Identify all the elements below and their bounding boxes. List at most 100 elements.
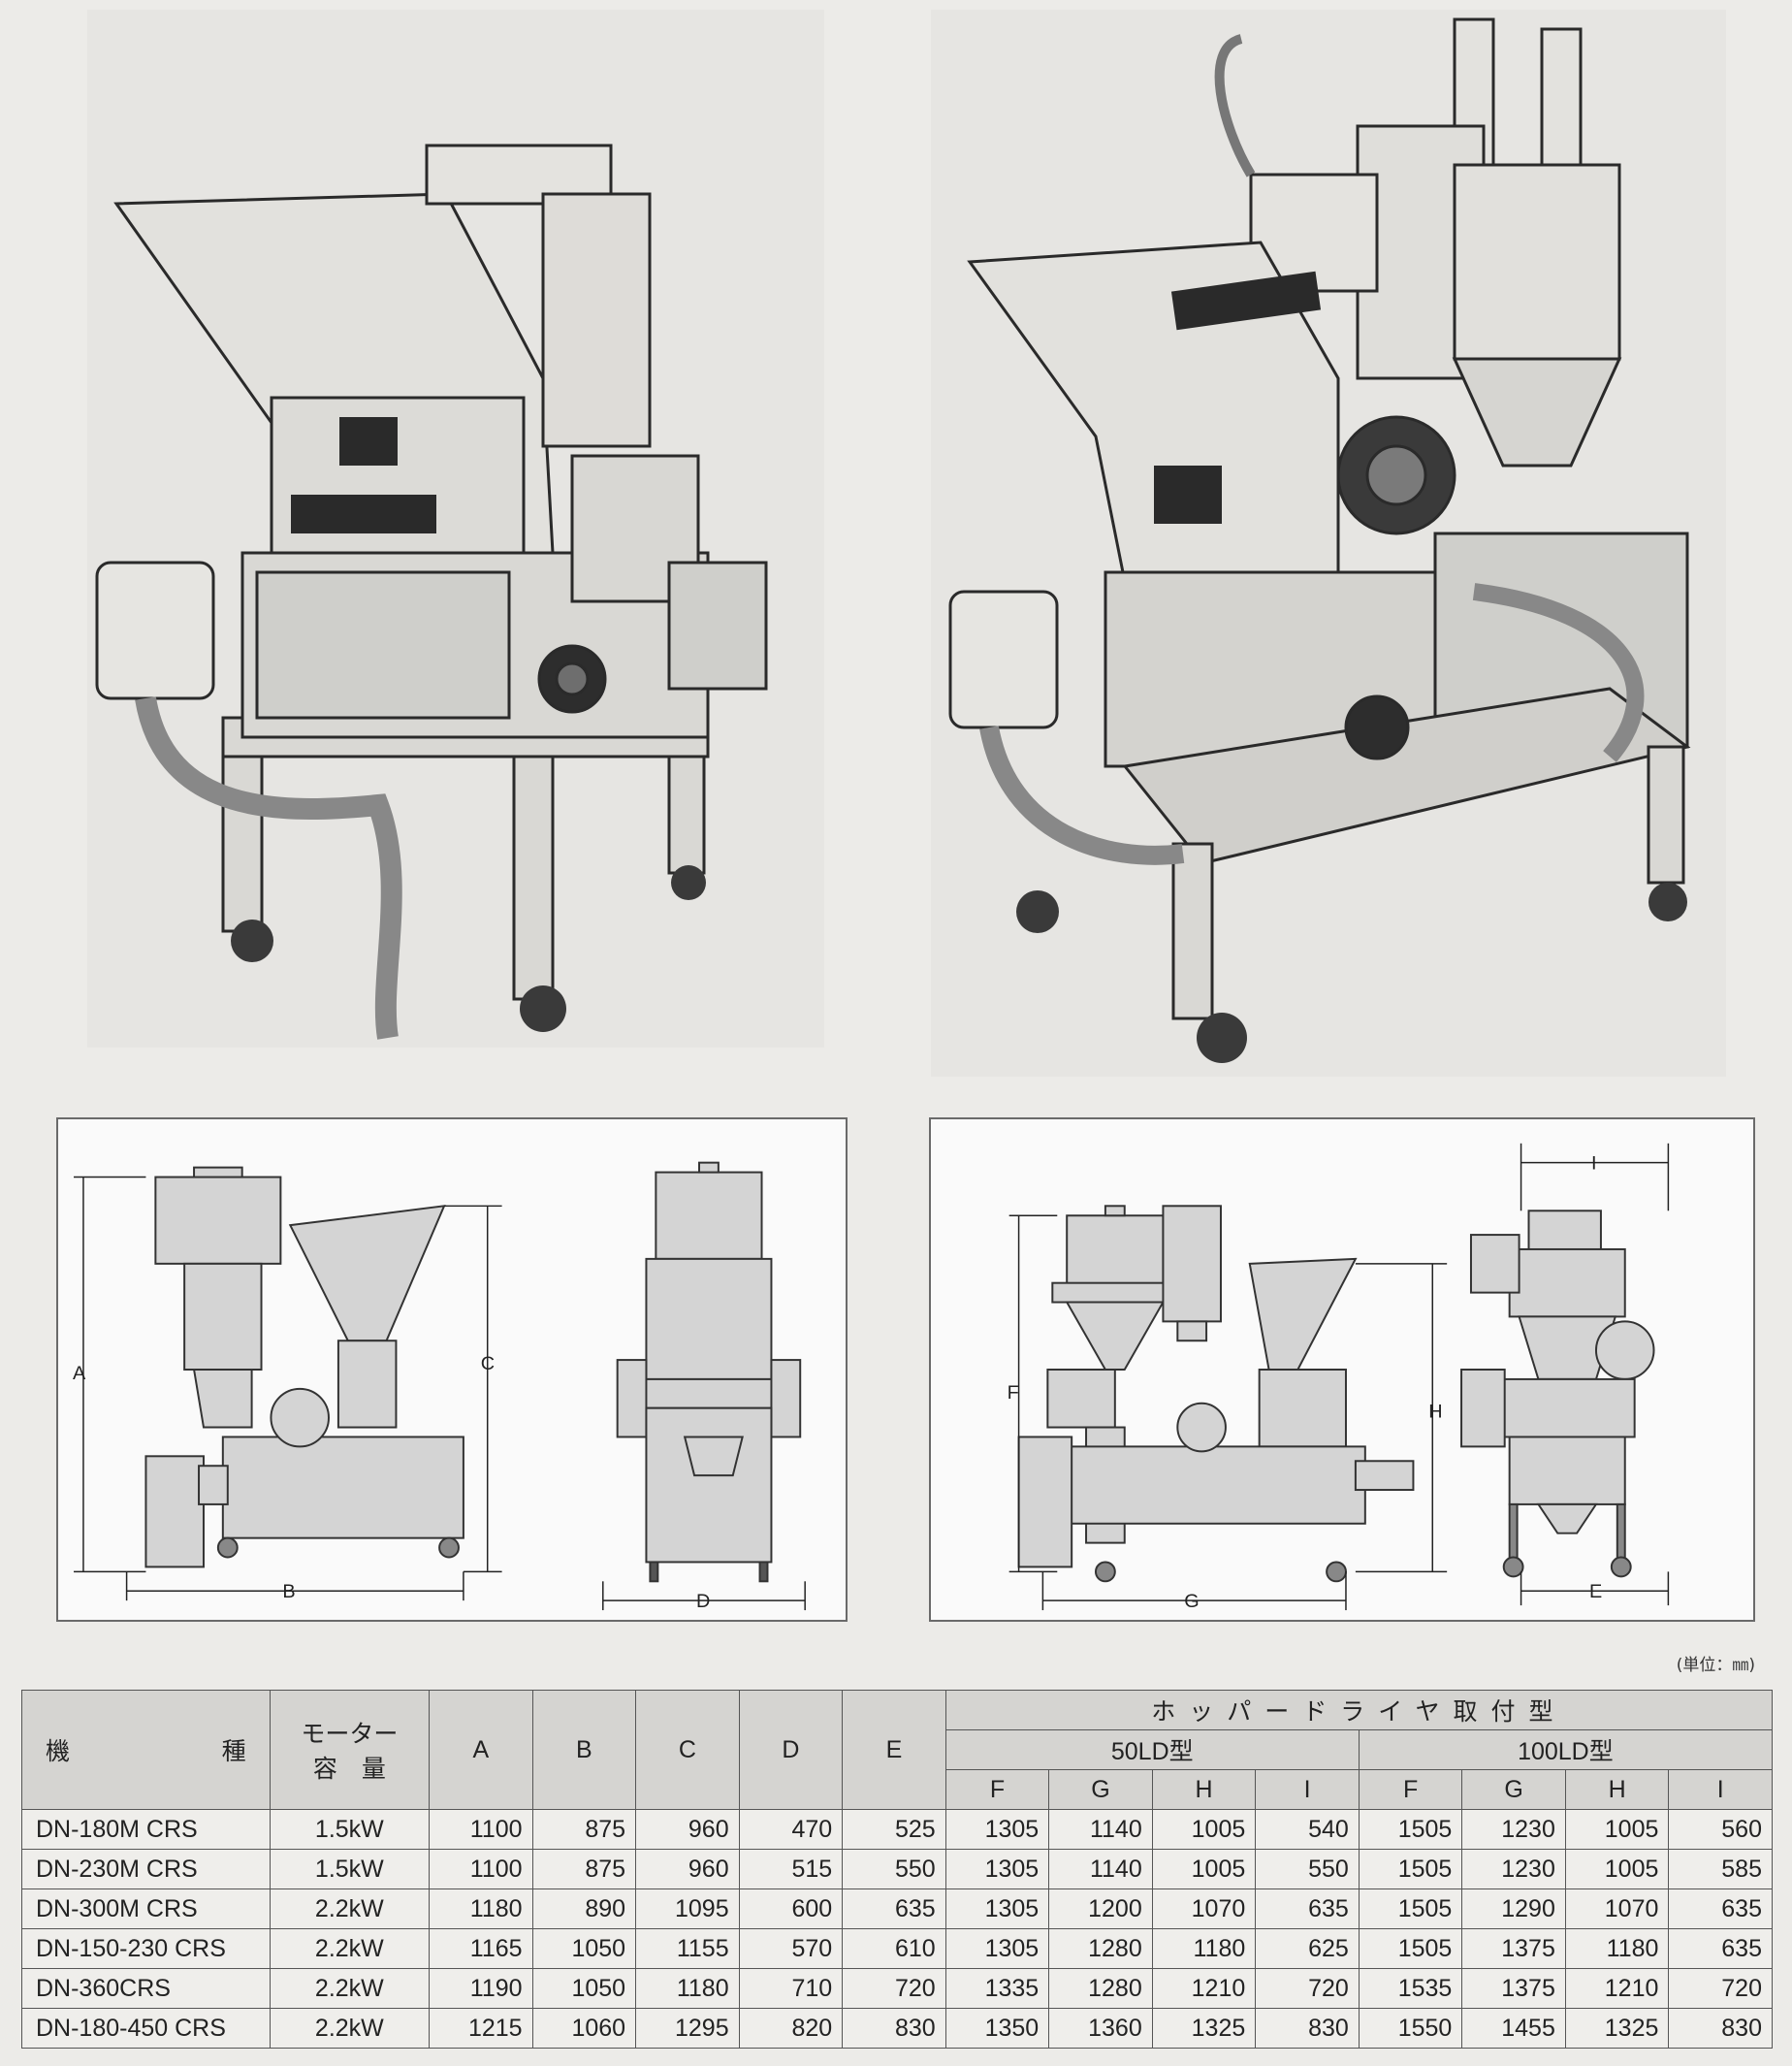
cell-a: 1180 — [429, 1888, 533, 1929]
col-i100-header: I — [1668, 1769, 1773, 1810]
cell-f100: 1505 — [1358, 1849, 1463, 1889]
dimension-drawing-standard: A C B D — [73, 1161, 806, 1612]
cell-f50: 1305 — [944, 1928, 1050, 1969]
col-f50-header: F — [944, 1769, 1050, 1810]
cell-f50: 1335 — [944, 1968, 1050, 2009]
cell-g50: 1280 — [1048, 1928, 1153, 1969]
dim-label-h: H — [1428, 1402, 1442, 1423]
cell-d: 470 — [738, 1809, 844, 1850]
motor-header-line2: 容 量 — [312, 1756, 386, 1783]
dim-label-e: E — [1589, 1581, 1602, 1602]
cell-b: 875 — [531, 1849, 637, 1889]
cell-d: 570 — [738, 1928, 844, 1969]
cell-f50: 1350 — [944, 2008, 1050, 2049]
cell-a: 1100 — [429, 1809, 533, 1850]
cell-i50: 550 — [1255, 1849, 1360, 1889]
cell-g50: 1140 — [1048, 1809, 1153, 1850]
cell-a: 1165 — [429, 1928, 533, 1969]
cell-model: DN-180M CRS — [21, 1809, 271, 1850]
col-b-header: B — [531, 1690, 637, 1810]
cell-i50: 540 — [1255, 1809, 1360, 1850]
col-d-header: D — [738, 1690, 844, 1810]
col-a-header: A — [429, 1690, 533, 1810]
cell-h100: 1005 — [1564, 1809, 1670, 1850]
motor-column-header: モーター 容 量 — [269, 1690, 431, 1810]
cell-i100: 585 — [1668, 1849, 1773, 1889]
cell-motor: 1.5kW — [269, 1849, 431, 1889]
cell-g50: 1360 — [1048, 2008, 1153, 2049]
cell-model: DN-180-450 CRS — [21, 2008, 271, 2049]
cell-motor: 2.2kW — [269, 1888, 431, 1929]
cell-i50: 830 — [1255, 2008, 1360, 2049]
cell-a: 1100 — [429, 1849, 533, 1889]
model-header-char-1: 機 — [46, 1738, 71, 1765]
cell-h100: 1325 — [1564, 2008, 1670, 2049]
cell-c: 960 — [635, 1809, 740, 1850]
cell-f50: 1305 — [944, 1809, 1050, 1850]
dim-label-f: F — [1008, 1382, 1019, 1404]
cell-model: DN-150-230 CRS — [21, 1928, 271, 1969]
cell-e: 635 — [842, 1888, 946, 1929]
cell-d: 820 — [738, 2008, 844, 2049]
cell-f100: 1505 — [1358, 1888, 1463, 1929]
cell-f100: 1505 — [1358, 1809, 1463, 1850]
cell-h100: 1005 — [1564, 1849, 1670, 1889]
cell-h50: 1005 — [1151, 1849, 1257, 1889]
cell-f100: 1535 — [1358, 1968, 1463, 2009]
cell-model: DN-230M CRS — [21, 1849, 271, 1889]
dimension-drawing-dryer: F H G I E — [1008, 1143, 1670, 1612]
spec-table: 機種 モーター 容 量 A B C D E ホッパードライヤ取付型 50LD型 … — [21, 1690, 1774, 2049]
cell-b: 890 — [531, 1888, 637, 1929]
col-f100-header: F — [1358, 1769, 1463, 1810]
cell-i100: 635 — [1668, 1888, 1773, 1929]
cell-c: 960 — [635, 1849, 740, 1889]
cell-h50: 1180 — [1151, 1928, 1257, 1969]
col-c-header: C — [635, 1690, 740, 1810]
cell-e: 550 — [842, 1849, 946, 1889]
cell-g50: 1200 — [1048, 1888, 1153, 1929]
cell-motor: 1.5kW — [269, 1809, 431, 1850]
cell-c: 1155 — [635, 1928, 740, 1969]
col-h100-header: H — [1564, 1769, 1670, 1810]
cell-f50: 1305 — [944, 1849, 1050, 1889]
cell-d: 710 — [738, 1968, 844, 2009]
dim-label-d: D — [696, 1591, 710, 1612]
cell-h50: 1005 — [1151, 1809, 1257, 1850]
cell-i100: 720 — [1668, 1968, 1773, 2009]
col-h50-header: H — [1151, 1769, 1257, 1810]
cell-i50: 625 — [1255, 1928, 1360, 1969]
spec-table-head: 機種 モーター 容 量 A B C D E ホッパードライヤ取付型 50LD型 … — [21, 1690, 1774, 1810]
cell-f100: 1505 — [1358, 1928, 1463, 1969]
cell-e: 830 — [842, 2008, 946, 2049]
cell-g50: 1140 — [1048, 1849, 1153, 1889]
cell-i100: 635 — [1668, 1928, 1773, 1969]
cell-c: 1295 — [635, 2008, 740, 2049]
cell-g100: 1375 — [1461, 1968, 1566, 2009]
cell-d: 515 — [738, 1849, 844, 1889]
dimension-diagram-standard: A C B D — [56, 1117, 848, 1622]
model-column-header: 機種 — [21, 1690, 271, 1810]
cell-e: 720 — [842, 1968, 946, 2009]
cell-d: 600 — [738, 1888, 844, 1929]
cell-g100: 1230 — [1461, 1849, 1566, 1889]
cell-a: 1215 — [429, 2008, 533, 2049]
cell-i100: 560 — [1668, 1809, 1773, 1850]
machine-illustration-standard — [95, 144, 768, 1040]
machine-photo-standard — [87, 10, 824, 1048]
cell-f50: 1305 — [944, 1888, 1050, 1929]
dim-label-i: I — [1591, 1153, 1597, 1175]
col-e-header: E — [842, 1690, 946, 1810]
cell-g100: 1230 — [1461, 1809, 1566, 1850]
col-i50-header: I — [1255, 1769, 1360, 1810]
cell-i100: 830 — [1668, 2008, 1773, 2049]
cell-h50: 1325 — [1151, 2008, 1257, 2049]
dim-label-b: B — [282, 1581, 295, 1602]
dim-label-g: G — [1184, 1591, 1199, 1612]
cell-b: 1060 — [531, 2008, 637, 2049]
cell-b: 1050 — [531, 1928, 637, 1969]
